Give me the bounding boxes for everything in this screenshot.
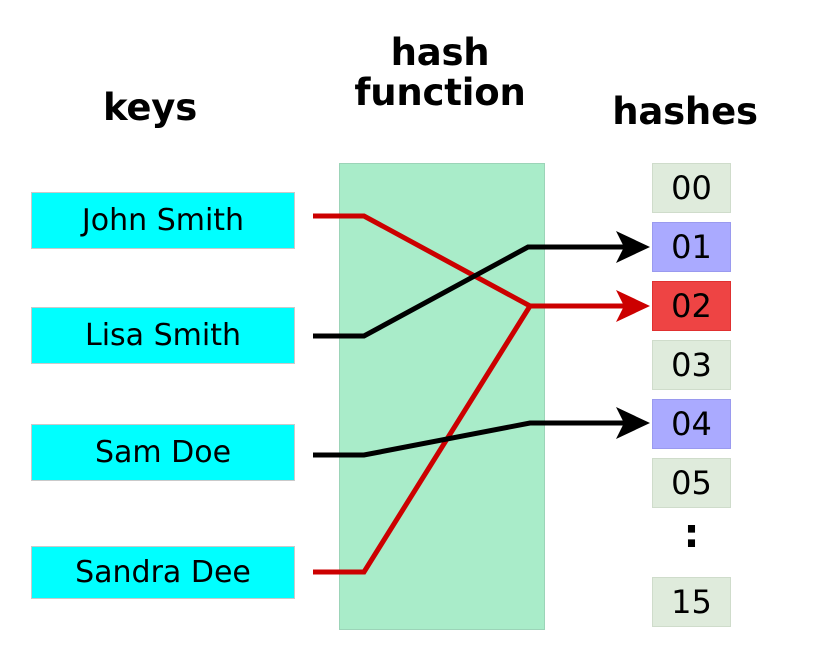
hash-slot-05[interactable]: 05 bbox=[652, 458, 731, 508]
hash-slot-04[interactable]: 04 bbox=[652, 399, 731, 449]
hash-slot-01[interactable]: 01 bbox=[652, 222, 731, 272]
hash-slot-02[interactable]: 02 bbox=[652, 281, 731, 331]
column-heading-keys: keys bbox=[102, 86, 198, 129]
key-box-lisa-smith[interactable]: Lisa Smith bbox=[31, 307, 295, 364]
hash-function-panel bbox=[339, 163, 545, 630]
hash-slot-03[interactable]: 03 bbox=[652, 340, 731, 390]
hash-slot-15[interactable]: 15 bbox=[652, 577, 731, 627]
hash-slot-00[interactable]: 00 bbox=[652, 163, 731, 213]
arrowhead-red-02 bbox=[616, 290, 650, 322]
arrowhead-black-01 bbox=[616, 231, 650, 263]
column-heading-hashes: hashes bbox=[612, 90, 758, 133]
key-box-sandra-dee[interactable]: Sandra Dee bbox=[31, 546, 295, 599]
hash-slots-ellipsis: : bbox=[683, 511, 700, 557]
arrowhead-black-04 bbox=[616, 407, 650, 439]
key-box-sam-doe[interactable]: Sam Doe bbox=[31, 424, 295, 481]
column-heading-hash-function: hash function bbox=[354, 31, 526, 114]
key-box-john-smith[interactable]: John Smith bbox=[31, 192, 295, 249]
